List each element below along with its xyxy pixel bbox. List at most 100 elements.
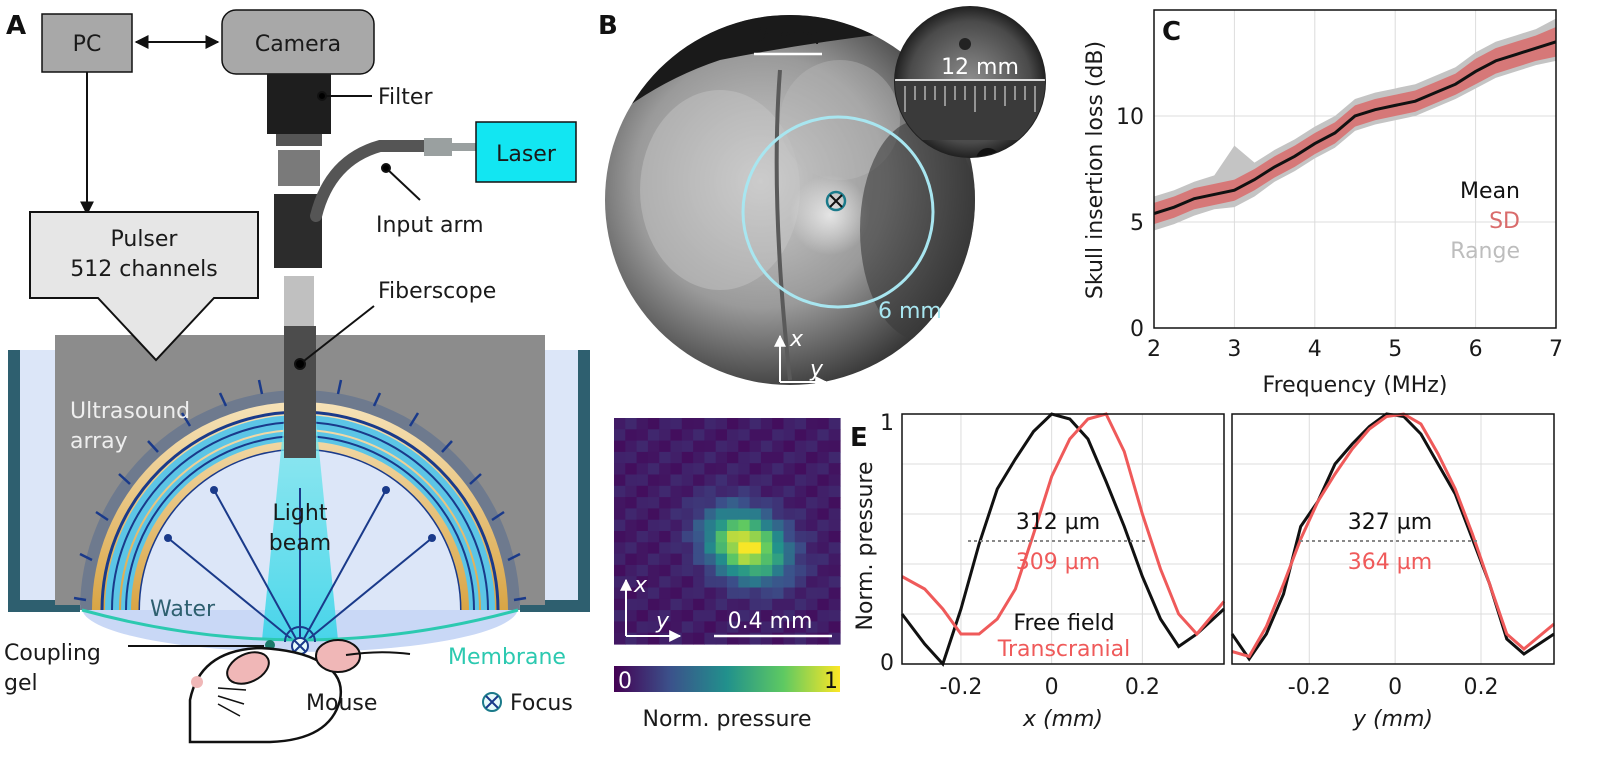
heatmap-cell [783, 418, 796, 430]
heatmap-cell [636, 553, 649, 566]
heatmap-cell [749, 519, 762, 532]
heatmap-cell [783, 542, 796, 555]
heatmap-cell [806, 531, 818, 543]
heatmap-cell [647, 531, 660, 543]
heatmap-cell [794, 587, 807, 600]
heatmap-cell [727, 553, 739, 566]
heatmap-cell [670, 508, 683, 521]
heatmap-cell [636, 598, 649, 611]
heatmap-cell [817, 587, 830, 600]
heatmap-cell [670, 485, 683, 498]
heatmap-cell [828, 564, 841, 577]
heatmap-cell [659, 451, 672, 464]
heatmap-cell [625, 632, 638, 645]
chart-c-ytick: 10 [1116, 105, 1144, 130]
heatmap-cell [704, 508, 717, 521]
profile-xtick: 0 [1045, 675, 1059, 700]
water-label: Water [150, 597, 216, 622]
heatmap-cell [647, 553, 660, 566]
heatmap-cell [647, 519, 660, 532]
heatmap-cell [828, 531, 841, 543]
heatmap-cell [828, 610, 841, 622]
heatmap-cell [783, 621, 796, 634]
heatmap-cell [681, 519, 694, 532]
heatmap-cell [783, 610, 796, 622]
heatmap-cell [681, 474, 694, 487]
heatmap-cell [783, 598, 796, 611]
heatmap-cell [806, 610, 818, 622]
heatmap-cell [772, 587, 785, 600]
heatmap-cell [647, 632, 660, 645]
heatmap-cell [806, 553, 818, 566]
heatmap-cell [693, 531, 705, 543]
heatmap-cell [727, 610, 739, 622]
heatmap-cell [647, 508, 660, 521]
heatmap-cell [772, 576, 785, 589]
heatmap-cell [693, 587, 705, 600]
heatmap-cell [647, 621, 660, 634]
heatmap-cell [670, 440, 683, 453]
heatmap-cell [670, 474, 683, 487]
pressure-heatmap [614, 418, 841, 645]
heatmap-cell [681, 463, 694, 476]
heatmap-cell [715, 553, 728, 566]
heatmap-cell [670, 598, 683, 611]
heatmap-cell [625, 451, 638, 464]
heatmap-cell [636, 463, 649, 476]
heatmap-cell [806, 463, 818, 476]
heatmap-cell [727, 508, 739, 521]
heatmap-cell [772, 531, 785, 543]
heatmap-cell [828, 463, 841, 476]
ring-label-6mm: 6 mm [878, 299, 942, 324]
heatmap-cell [772, 564, 785, 577]
heatmap-cell [738, 463, 751, 476]
heatmap-cell [806, 621, 818, 634]
heatmap-cell [783, 440, 796, 453]
heatmap-cell [715, 474, 728, 487]
heatmap-cell [817, 598, 830, 611]
chart-c-xtick: 7 [1549, 337, 1563, 362]
heatmap-cell [636, 542, 649, 555]
heatmap-cell [715, 564, 728, 577]
heatmap-cell [625, 553, 638, 566]
camera-label: Camera [255, 32, 341, 57]
pulser-box [29, 211, 259, 362]
ultrasound-label-line2: array [70, 429, 128, 454]
heatmap-cell [783, 632, 796, 645]
heatmap-cell [828, 508, 841, 521]
heatmap-cell [727, 451, 739, 464]
heatmap-cell [749, 485, 762, 498]
heatmap-cell [772, 418, 785, 430]
ultrasound-label-line1: Ultrasound [70, 399, 190, 424]
heatmap-cell [727, 632, 739, 645]
heatmap-cell [704, 610, 717, 622]
heatmap-cell [817, 497, 830, 509]
heatmap-cell [783, 463, 796, 476]
heatmap-cell [783, 531, 796, 543]
heatmap-cell [693, 508, 705, 521]
legend-free-field: Free field [1013, 611, 1114, 636]
heatmap-cell [614, 451, 626, 464]
heatmap-cell [794, 485, 807, 498]
heatmap-cell [614, 440, 626, 453]
heatmap-cell [806, 632, 818, 645]
heatmap-cell [625, 542, 638, 555]
heatmap-cell [806, 474, 818, 487]
heatmap-cell [783, 564, 796, 577]
profile-xtick: 0 [1388, 675, 1402, 700]
heatmap-cell [715, 497, 728, 509]
heatmap-cell [783, 485, 796, 498]
heatmap-cell [794, 553, 807, 566]
heatmap-cell [625, 519, 638, 532]
heatmap-cell [760, 542, 773, 555]
heatmap-cell [636, 451, 649, 464]
heatmap-cell [636, 485, 649, 498]
heatmap-cell [817, 542, 830, 555]
heatmap-cell [749, 451, 762, 464]
colorbar-label: Norm. pressure [642, 707, 811, 732]
heatmap-cell [647, 474, 660, 487]
panel-label-e: E [850, 423, 868, 453]
heatmap-cell [659, 553, 672, 566]
heatmap-cell [760, 497, 773, 509]
